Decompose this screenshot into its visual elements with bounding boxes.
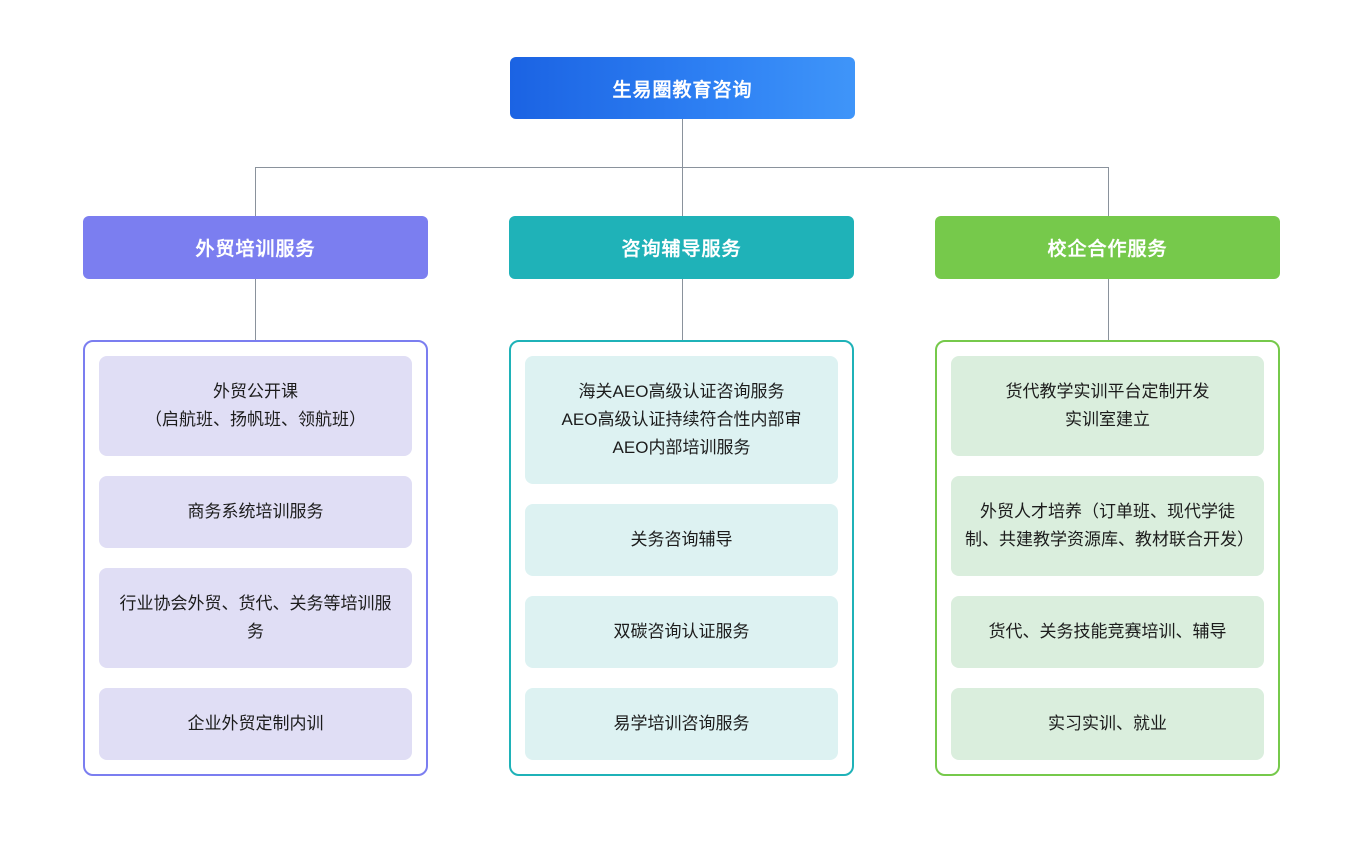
leaf-card[interactable]: 关务咨询辅导 xyxy=(525,504,838,576)
connector-drop-branch-0 xyxy=(255,167,256,216)
root-node[interactable]: 生易圈教育咨询 xyxy=(510,57,855,119)
connector-drop-branch-2 xyxy=(1108,167,1109,216)
branch-box-school-enterprise: 货代教学实训平台定制开发 实训室建立 外贸人才培养（订单班、现代学徒制、共建教学… xyxy=(935,340,1280,776)
branch-header-label: 咨询辅导服务 xyxy=(621,239,742,260)
leaf-card[interactable]: 实习实训、就业 xyxy=(951,688,1264,760)
leaf-card[interactable]: 商务系统培训服务 xyxy=(99,476,412,548)
root-node-label: 生易圈教育咨询 xyxy=(612,79,753,101)
connector-branch-1-to-box xyxy=(682,279,683,340)
branch-header-label: 外贸培训服务 xyxy=(195,239,316,260)
leaf-card[interactable]: 企业外贸定制内训 xyxy=(99,688,412,760)
leaf-card[interactable]: 货代、关务技能竞赛培训、辅导 xyxy=(951,596,1264,668)
leaf-card[interactable]: 双碳咨询认证服务 xyxy=(525,596,838,668)
leaf-card[interactable]: 行业协会外贸、货代、关务等培训服务 xyxy=(99,568,412,668)
leaf-card[interactable]: 海关AEO高级认证咨询服务 AEO高级认证持续符合性内部审 AEO内部培训服务 xyxy=(525,356,838,484)
leaf-card[interactable]: 外贸公开课 （启航班、扬帆班、领航班） xyxy=(99,356,412,456)
branch-box-consulting: 海关AEO高级认证咨询服务 AEO高级认证持续符合性内部审 AEO内部培训服务 … xyxy=(509,340,854,776)
connector-branch-0-to-box xyxy=(255,279,256,340)
branch-header-consulting[interactable]: 咨询辅导服务 xyxy=(509,216,854,279)
branch-header-label: 校企合作服务 xyxy=(1047,239,1168,260)
connector-drop-branch-1 xyxy=(682,167,683,216)
connector-root-stem xyxy=(682,119,683,167)
connector-branch-2-to-box xyxy=(1108,279,1109,340)
leaf-card[interactable]: 货代教学实训平台定制开发 实训室建立 xyxy=(951,356,1264,456)
leaf-card[interactable]: 外贸人才培养（订单班、现代学徒制、共建教学资源库、教材联合开发） xyxy=(951,476,1264,576)
branch-box-training: 外贸公开课 （启航班、扬帆班、领航班） 商务系统培训服务 行业协会外贸、货代、关… xyxy=(83,340,428,776)
branch-header-school-enterprise[interactable]: 校企合作服务 xyxy=(935,216,1280,279)
branch-header-training[interactable]: 外贸培训服务 xyxy=(83,216,428,279)
leaf-card[interactable]: 易学培训咨询服务 xyxy=(525,688,838,760)
